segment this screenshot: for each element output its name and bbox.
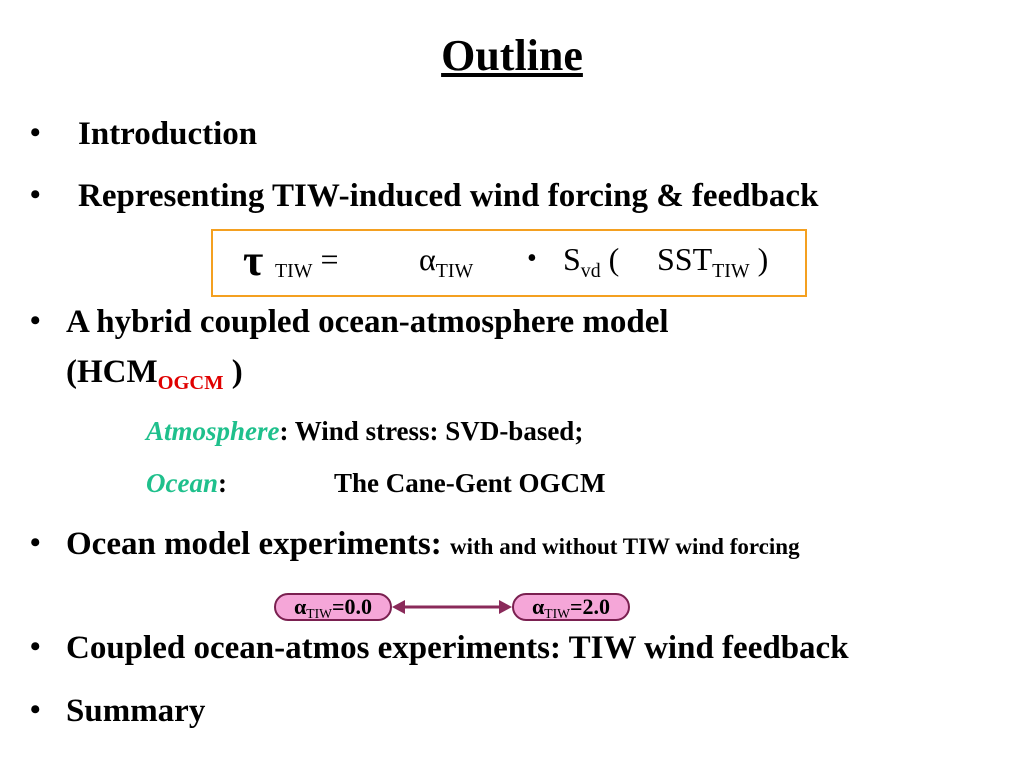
bullet-summary-text: Summary — [66, 693, 206, 729]
pill-value: =0.0 — [331, 594, 373, 619]
bullet-hybrid-line1: A hybrid coupled ocean-atmosphere model — [66, 304, 669, 340]
ocean-experiments-main: Ocean model experiments: — [66, 526, 450, 562]
bullet-glyph: • — [30, 526, 41, 559]
tau-symbol: τ — [243, 236, 264, 285]
bullet-glyph: • — [30, 304, 41, 337]
atmosphere-line: Atmosphere: Wind stress: SVD-based; — [146, 416, 583, 447]
alpha-two-pill: αTIW=2.0 — [512, 593, 630, 621]
equals-sign: = — [312, 241, 339, 277]
s-subscript: vd — [580, 259, 601, 282]
sst-term: SSTTIW ) — [657, 241, 768, 283]
hcm-subscript: OGCM — [157, 372, 224, 395]
formula-box: τ TIW = αTIW • Svd ( SSTTIW ) — [211, 229, 807, 297]
ocean-line: Ocean: — [146, 468, 227, 499]
bullet-glyph: • — [30, 178, 41, 211]
open-paren: ( — [600, 241, 620, 277]
ocean-experiments-detail: with and without TIW wind forcing — [450, 534, 800, 559]
hcm-close: ) — [223, 354, 243, 390]
pill-subscript: TIW — [544, 606, 570, 622]
ocean-text: The Cane-Gent OGCM — [334, 468, 606, 498]
bullet-hybrid-line2: (HCMOGCM ) — [66, 354, 243, 395]
atmosphere-label: Atmosphere — [146, 416, 280, 446]
tau-subscript: TIW — [275, 259, 313, 282]
pill-value: =2.0 — [569, 594, 611, 619]
arrow-head-right — [499, 600, 512, 614]
ocean-label: Ocean — [146, 468, 218, 498]
slide-title: Outline — [441, 31, 583, 80]
tau-subscript-equals: TIW = — [275, 241, 338, 283]
double-arrow — [392, 600, 512, 614]
hcm-text: (HCM — [66, 354, 158, 390]
pill-subscript: TIW — [306, 606, 332, 622]
pill-alpha: α — [293, 594, 307, 619]
alpha-term: αTIW — [419, 241, 473, 283]
bullet-glyph: • — [30, 630, 41, 663]
bullet-glyph: • — [30, 116, 41, 149]
bullet-introduction-text: Introduction — [78, 116, 258, 152]
bullet-glyph: • — [30, 693, 41, 726]
alpha-subscript: TIW — [435, 259, 474, 282]
sst-subscript: TIW — [712, 259, 750, 282]
pill-alpha: α — [531, 594, 545, 619]
dot-operator: • — [527, 243, 537, 274]
s-symbol: S — [563, 241, 581, 277]
bullet-representing-text: Representing TIW-induced wind forcing & … — [78, 178, 819, 214]
bullet-coupled-text: Coupled ocean-atmos experiments: TIW win… — [66, 630, 849, 666]
sst-symbol: SST — [657, 241, 713, 277]
atmosphere-text: : Wind stress: SVD-based; — [279, 416, 584, 446]
ocean-colon: : — [217, 468, 227, 498]
close-paren: ) — [749, 241, 769, 277]
arrow-head-left — [392, 600, 405, 614]
svd-term: Svd ( — [563, 241, 619, 283]
alpha-zero-pill: αTIW=0.0 — [274, 593, 392, 621]
ocean-experiments-text: Ocean model experiments: with and withou… — [66, 526, 800, 563]
alpha-symbol: α — [419, 241, 436, 277]
